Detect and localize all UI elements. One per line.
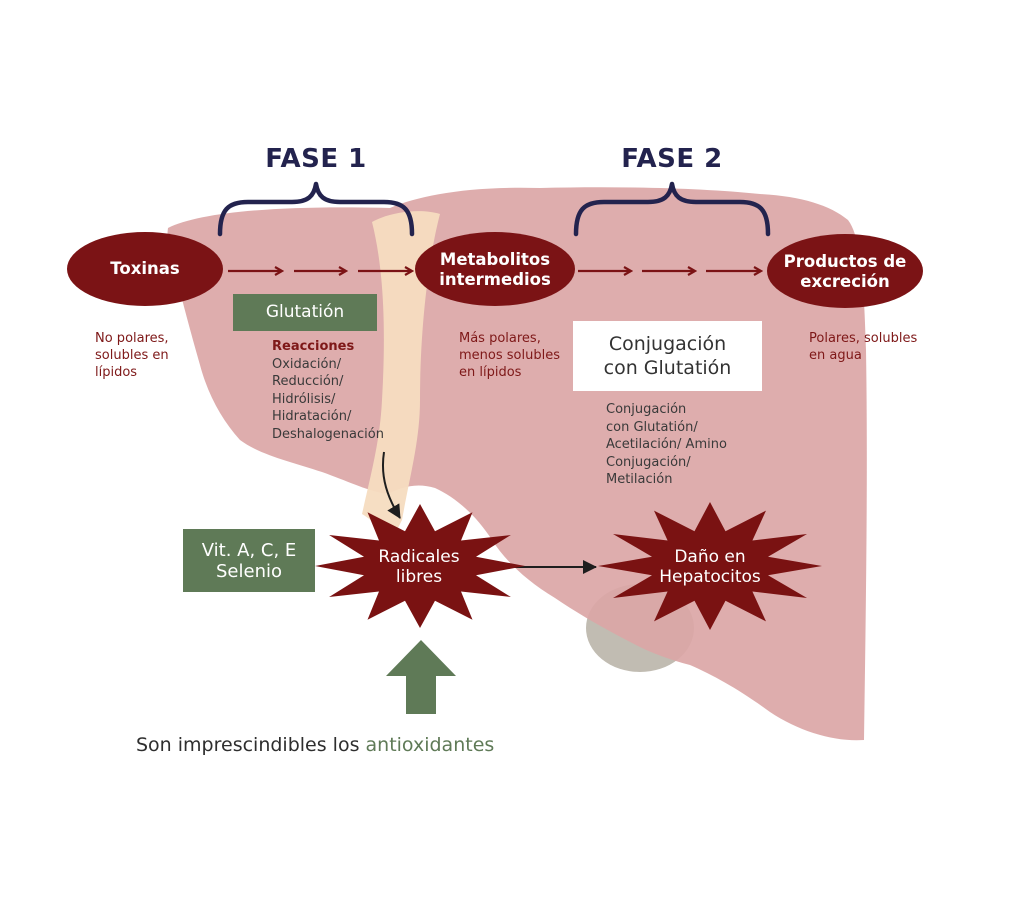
reactions-title: Reacciones (272, 339, 355, 354)
metabolitos-label: Metabolitos intermedios (415, 250, 575, 290)
phase2-reactions: Conjugación con Glutatión/ Acetilación/ … (606, 402, 727, 487)
antioxidant-up-arrow (386, 640, 456, 714)
phase1-reactions: Reacciones Oxidación/ Reducción/ Hidróli… (272, 339, 384, 442)
radicales-starburst (315, 504, 525, 628)
metabolitos-line1: Metabolitos (439, 250, 551, 269)
phase2-brace (573, 181, 771, 237)
footer-accent: antioxidantes (365, 734, 495, 756)
productos-oval (767, 234, 923, 308)
dano-starburst (598, 502, 822, 630)
metabolitos-line2: intermedios (439, 270, 551, 289)
productos-line1: Productos de (783, 252, 907, 271)
dano-label: Daño en Hepatocitos (659, 547, 761, 587)
metabolitos-oval (415, 232, 575, 306)
productos-line2: excreción (800, 272, 890, 291)
glutation-box: Glutatión (233, 294, 377, 331)
footer-text: Son imprescindibles los antioxidantes (136, 734, 494, 756)
productos-label: Productos de excreción (767, 252, 923, 292)
toxinas-label: Toxinas (110, 259, 180, 278)
metabolitos-note: Más polares, menos solubles en lípidos (459, 331, 560, 380)
toxinas-oval (67, 232, 223, 306)
antioxidants-box: Vit. A, C, E Selenio (183, 529, 315, 592)
productos-note: Polares, solubles en agua (809, 331, 918, 363)
phase1-brace (217, 181, 415, 237)
footer-prefix: Son imprescindibles los (136, 734, 366, 756)
phase1-title: FASE 1 (265, 144, 367, 174)
toxinas-note: No polares, solubles en lípidos (95, 331, 169, 380)
conjugacion-box: Conjugación con Glutatión (573, 321, 762, 391)
radicales-label: Radicales libres (378, 547, 460, 587)
falciform-ligament (362, 211, 440, 541)
reactions-to-radicals-arrow (382, 451, 401, 519)
phase2-title: FASE 2 (621, 144, 723, 174)
